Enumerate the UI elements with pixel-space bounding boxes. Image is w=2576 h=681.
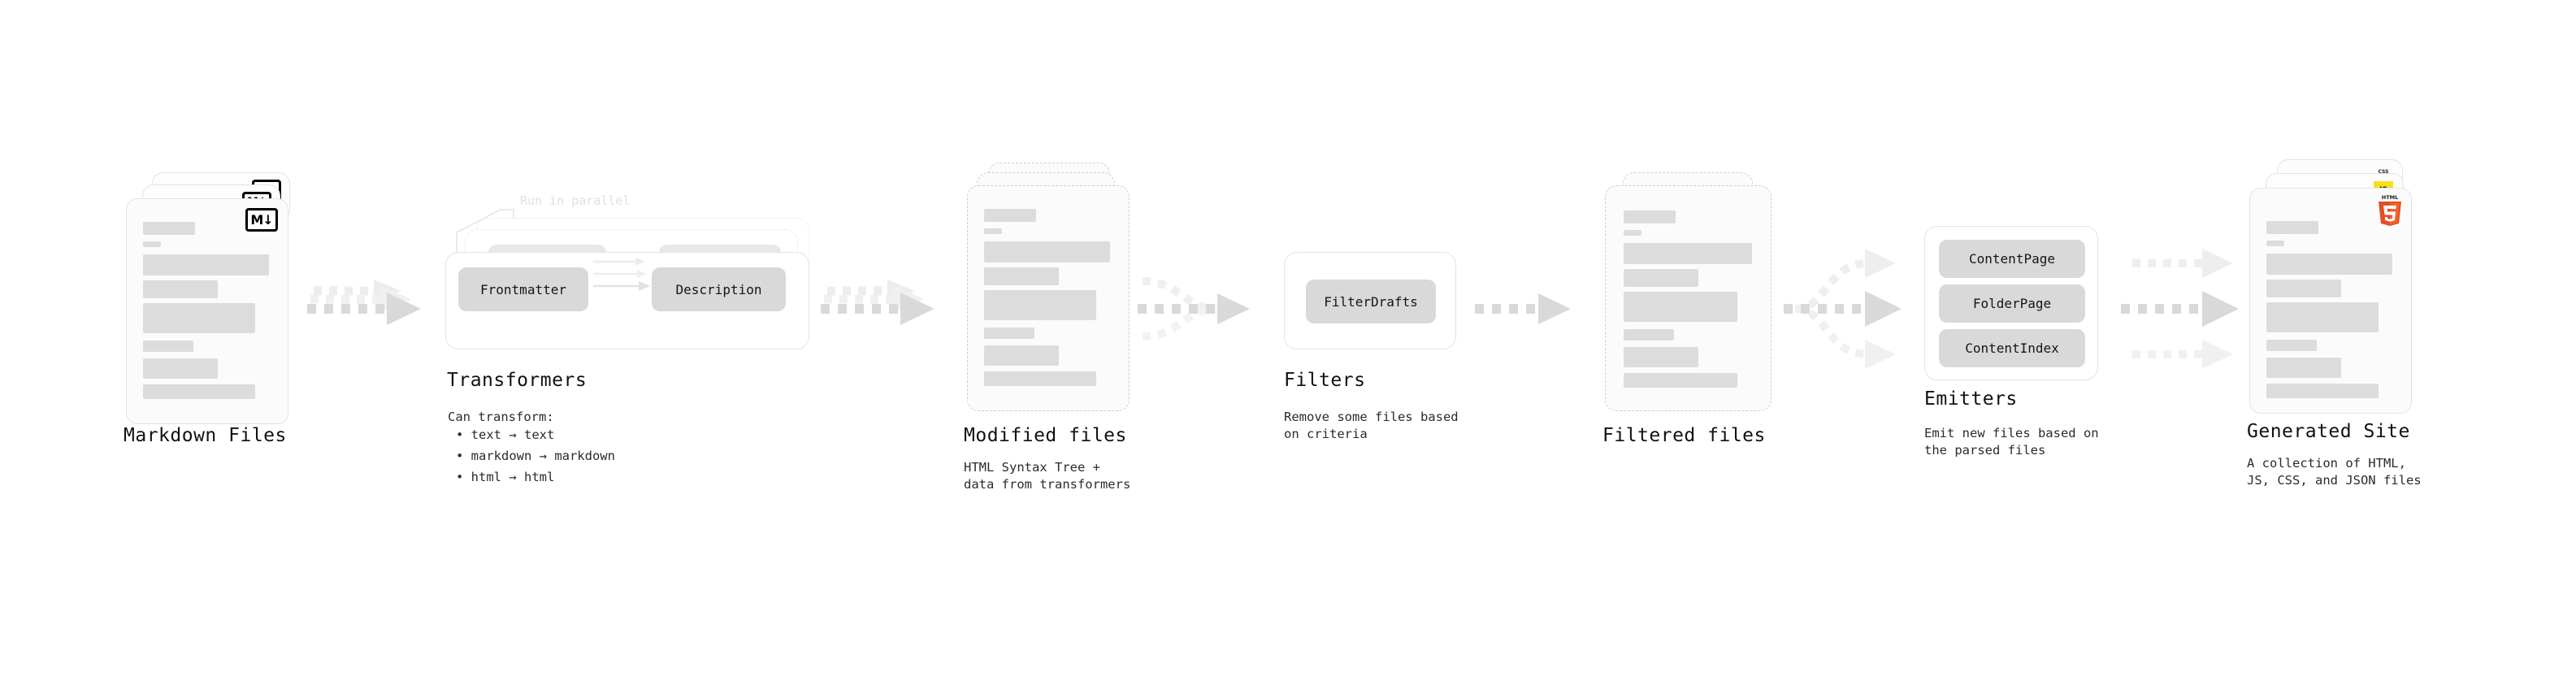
flow-arrow-6-parallel: [2121, 236, 2259, 382]
flow-arrow-1: [307, 276, 429, 333]
modified-card-front: [967, 185, 1130, 411]
generated-site-subtitle: A collection of HTML, JS, CSS, and JSON …: [2247, 456, 2422, 488]
filters-subtitle: Remove some files based on criteria: [1284, 410, 1459, 441]
flow-arrow-4: [1475, 284, 1581, 333]
skeleton-bar: [143, 340, 193, 352]
transformers-bullet-2: • html → html: [456, 470, 555, 484]
html5-icon: HTML: [2379, 194, 2401, 226]
transformers-subtitle: Can transform:: [448, 410, 554, 424]
stage-title-markdown-files: Markdown Files: [124, 425, 287, 446]
arrow-main: [307, 293, 421, 325]
arrow-parallel-top: [2132, 249, 2233, 278]
filtered-file-stack: [1605, 172, 1792, 424]
svg-text:HTML: HTML: [2382, 194, 2398, 201]
skeleton-bar: [143, 280, 218, 298]
flow-arrow-2: [821, 276, 943, 333]
pill-contentindex[interactable]: ContentIndex: [1939, 329, 2085, 367]
stage-title-modified-files: Modified files: [964, 425, 1127, 446]
markdown-file-stack: M↓ M↓ M↓: [126, 172, 313, 424]
skeleton-bar: [143, 358, 218, 379]
stage-title-filters: Filters: [1284, 370, 1366, 391]
flow-arrow-5-fanout: [1784, 236, 1922, 382]
skeleton-bar: [984, 228, 1002, 234]
skeleton-bar: [2266, 358, 2341, 378]
arrow-branch-up: [1794, 249, 1896, 313]
pill-frontmatter[interactable]: Frontmatter: [458, 267, 588, 311]
filtered-card-front: [1605, 185, 1772, 411]
stage-title-transformers: Transformers: [447, 370, 588, 391]
skeleton-bar: [143, 241, 161, 247]
stage-title-filtered-files: Filtered files: [1602, 425, 1766, 446]
emitters-box[interactable]: ContentPage FolderPage ContentIndex: [1924, 226, 2098, 380]
skeleton-bar: [1624, 329, 1674, 340]
skeleton-bar: [1624, 210, 1676, 223]
markdown-card-front: M↓: [126, 198, 288, 424]
run-in-parallel-leader: [455, 192, 553, 257]
skeleton-bar: [1624, 347, 1698, 367]
skeleton-bar: [2266, 302, 2379, 332]
generated-card-html: HTML: [2249, 188, 2412, 414]
skeleton-bar: [984, 371, 1096, 386]
inner-arrow-ghost-top: [593, 258, 645, 266]
transformers-bullet-0: • text → text: [456, 427, 555, 442]
transformers-bullet-1: • markdown → markdown: [456, 449, 615, 463]
skeleton-bar: [984, 267, 1059, 285]
skeleton-bar: [2266, 384, 2379, 398]
pill-description[interactable]: Description: [652, 267, 786, 311]
skeleton-bar: [984, 241, 1110, 262]
stage-title-generated-site: Generated Site: [2247, 421, 2410, 442]
arrow-main: [1475, 293, 1571, 324]
skeleton-bar: [1624, 292, 1737, 322]
inner-arrow-ghost-mid: [593, 270, 647, 278]
svg-text:CSS: CSS: [2379, 169, 2389, 175]
skeleton-bar: [984, 290, 1096, 320]
modified-files-subtitle: HTML Syntax Tree + data from transformer…: [964, 460, 1131, 492]
inner-arrow-main: [593, 281, 650, 291]
arrow-main: [2121, 291, 2239, 327]
arrow-main: [1138, 293, 1250, 324]
skeleton-bar: [143, 222, 195, 235]
pill-folderpage[interactable]: FolderPage: [1939, 284, 2085, 323]
skeleton-bar: [2266, 241, 2284, 246]
arrow-parallel-bottom: [2132, 340, 2233, 369]
skeleton-bar: [143, 303, 255, 333]
skeleton-bar: [1624, 230, 1641, 236]
emitters-subtitle: Emit new files based on the parsed files: [1924, 426, 2099, 458]
filters-box[interactable]: FilterDrafts: [1284, 252, 1456, 349]
arrow-main: [1784, 291, 1902, 327]
skeleton-bar: [143, 384, 255, 399]
skeleton-bar: [1624, 269, 1698, 287]
pill-contentpage[interactable]: ContentPage: [1939, 240, 2085, 278]
generated-site-stack: CSS JS HTML: [2249, 159, 2452, 419]
skeleton-bar: [2266, 221, 2318, 234]
pill-filterdrafts[interactable]: FilterDrafts: [1306, 280, 1436, 323]
skeleton-bar: [1624, 373, 1737, 388]
skeleton-bar: [984, 209, 1036, 222]
skeleton-bar: [984, 345, 1059, 366]
skeleton-bar: [143, 254, 269, 275]
skeleton-bar: [1624, 243, 1752, 264]
skeleton-bar: [2266, 340, 2317, 351]
modified-file-stack: [967, 163, 1154, 414]
arrow-main: [821, 293, 935, 325]
transformer-inner-arrows: [593, 252, 666, 309]
arrow-branch-down: [1794, 305, 1896, 369]
stage-title-emitters: Emitters: [1924, 388, 2018, 410]
skeleton-bar: [2266, 280, 2341, 297]
markdown-icon: M↓: [245, 208, 278, 232]
run-in-parallel-label: Run in parallel: [520, 193, 631, 208]
flow-arrow-3: [1138, 268, 1260, 341]
skeleton-bar: [984, 327, 1034, 339]
transformer-card-front[interactable]: Frontmatter Description: [445, 252, 809, 349]
skeleton-bar: [2266, 254, 2392, 275]
